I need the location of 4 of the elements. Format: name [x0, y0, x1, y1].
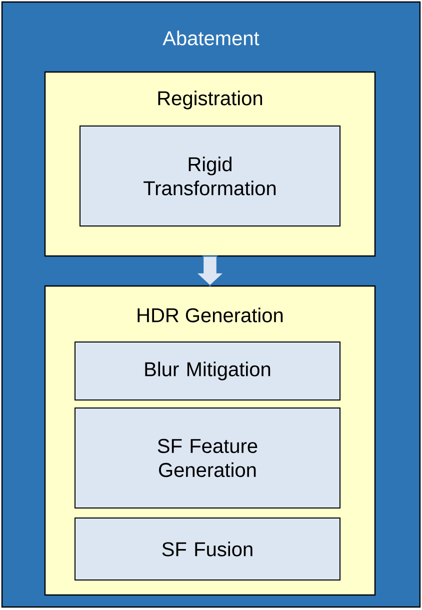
process-box: Blur Mitigation	[74, 342, 340, 400]
process-box: Rigid Transformation	[80, 126, 340, 226]
process-box: SF Feature Generation	[74, 408, 340, 508]
process-box: SF Fusion	[74, 518, 340, 580]
